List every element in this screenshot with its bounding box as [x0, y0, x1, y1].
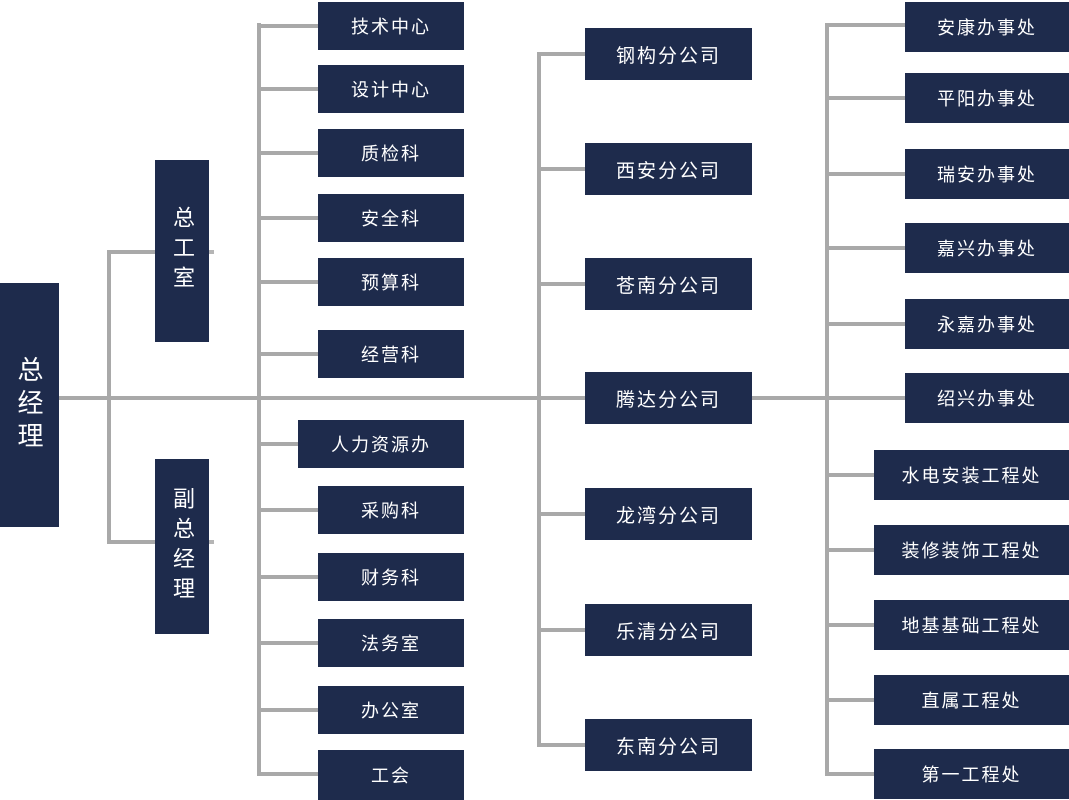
connector-line — [825, 548, 874, 552]
connector-line — [257, 641, 318, 645]
node-depts_bottom-3[interactable]: 法务室 — [318, 619, 464, 667]
node-depts_top-0[interactable]: 技术中心 — [318, 2, 464, 50]
connector-line — [107, 540, 155, 544]
node-depts_bottom-1[interactable]: 采购科 — [318, 486, 464, 534]
connector-line — [107, 250, 111, 544]
node-branches-5[interactable]: 乐清分公司 — [585, 604, 752, 656]
node-branches-6[interactable]: 东南分公司 — [585, 719, 752, 771]
connector-line — [257, 23, 261, 776]
node-depts_top-5[interactable]: 经营科 — [318, 330, 464, 378]
connector-line — [825, 473, 874, 477]
node-branches-3[interactable]: 腾达分公司 — [585, 372, 752, 424]
node-offices-2[interactable]: 瑞安办事处 — [905, 149, 1069, 199]
node-depts_top-1[interactable]: 设计中心 — [318, 65, 464, 113]
node-depts_bottom-2[interactable]: 财务科 — [318, 553, 464, 601]
node-works-1[interactable]: 装修装饰工程处 — [874, 525, 1069, 575]
node-depts_top-3[interactable]: 安全科 — [318, 194, 464, 242]
connector-line — [825, 23, 829, 776]
connector-line — [537, 628, 585, 632]
connector-tick — [207, 540, 214, 544]
node-depts_top-2[interactable]: 质检科 — [318, 129, 464, 177]
node-general-manager[interactable]: 总经理 — [0, 283, 59, 527]
connector-line — [825, 172, 905, 176]
connector-line — [537, 743, 585, 747]
connector-line — [257, 772, 318, 776]
node-branches-1[interactable]: 西安分公司 — [585, 143, 752, 195]
connector-line — [537, 512, 585, 516]
connector-line — [257, 280, 318, 284]
connector-line — [257, 216, 318, 220]
connector-tick — [207, 250, 214, 254]
connector-line — [825, 246, 905, 250]
connector-line — [107, 250, 155, 254]
node-offices-0[interactable]: 安康办事处 — [905, 2, 1069, 52]
node-branches-2[interactable]: 苍南分公司 — [585, 258, 752, 310]
connector-line — [537, 52, 541, 747]
connector-line — [825, 96, 905, 100]
connector-line — [825, 23, 905, 27]
node-deputy-general-manager[interactable]: 副总经理 — [155, 459, 209, 634]
node-depts_bottom-0[interactable]: 人力资源办 — [298, 420, 464, 468]
node-depts_top-4[interactable]: 预算科 — [318, 258, 464, 306]
node-depts_bottom-4[interactable]: 办公室 — [318, 686, 464, 734]
node-works-0[interactable]: 水电安装工程处 — [874, 450, 1069, 500]
node-works-4[interactable]: 第一工程处 — [874, 749, 1069, 799]
connector-line — [257, 352, 318, 356]
connector-line — [537, 282, 585, 286]
connector-line — [257, 575, 318, 579]
connector-line — [257, 151, 318, 155]
connector-line — [257, 708, 318, 712]
node-offices-4[interactable]: 永嘉办事处 — [905, 299, 1069, 349]
node-works-2[interactable]: 地基基础工程处 — [874, 600, 1069, 650]
connector-line — [257, 508, 318, 512]
connector-line — [537, 52, 585, 56]
connector-line — [257, 442, 298, 446]
connector-line — [825, 772, 874, 776]
node-offices-5[interactable]: 绍兴办事处 — [905, 373, 1069, 423]
node-chief-engineer-office[interactable]: 总工室 — [155, 160, 209, 342]
connector-line — [257, 24, 318, 28]
connector-line — [825, 698, 874, 702]
node-works-3[interactable]: 直属工程处 — [874, 675, 1069, 725]
node-branches-4[interactable]: 龙湾分公司 — [585, 488, 752, 540]
connector-line — [825, 623, 874, 627]
node-offices-1[interactable]: 平阳办事处 — [905, 73, 1069, 123]
connector-line — [825, 322, 905, 326]
node-branches-0[interactable]: 钢构分公司 — [585, 28, 752, 80]
node-depts_bottom-5[interactable]: 工会 — [318, 750, 464, 800]
connector-line — [257, 87, 318, 91]
connector-line — [537, 167, 585, 171]
node-offices-3[interactable]: 嘉兴办事处 — [905, 223, 1069, 273]
connector-line — [59, 396, 586, 400]
